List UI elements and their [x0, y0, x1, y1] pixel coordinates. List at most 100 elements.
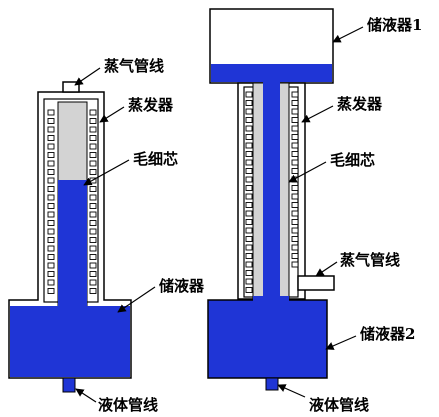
groove	[245, 142, 253, 149]
right-grooves-left	[245, 91, 253, 293]
groove	[291, 151, 299, 157]
groove	[47, 220, 55, 226]
left-liquid-line-stub	[62, 377, 76, 393]
groove	[47, 288, 55, 294]
groove	[89, 271, 97, 277]
groove	[291, 227, 299, 234]
groove	[291, 117, 299, 123]
groove	[47, 126, 55, 133]
right-reservoir-1-liquid	[211, 64, 332, 82]
groove	[245, 227, 253, 234]
groove	[89, 245, 97, 252]
groove	[47, 160, 55, 167]
groove	[291, 91, 299, 98]
groove	[47, 245, 55, 252]
groove	[291, 219, 299, 225]
label-right-evaporator: 蒸发器	[337, 95, 383, 113]
groove	[245, 100, 253, 106]
groove	[291, 185, 299, 191]
groove	[291, 193, 299, 200]
groove	[89, 262, 97, 269]
groove	[291, 159, 299, 166]
groove	[245, 193, 253, 200]
groove	[47, 271, 55, 277]
groove	[47, 118, 55, 124]
groove	[47, 169, 55, 175]
groove	[245, 125, 253, 132]
groove	[89, 143, 97, 150]
groove	[245, 261, 253, 268]
groove	[89, 220, 97, 226]
groove	[89, 169, 97, 175]
right-neck-liquid	[253, 296, 289, 306]
groove	[47, 152, 55, 158]
groove	[89, 194, 97, 201]
groove	[47, 109, 55, 116]
label-left-wick: 毛细芯	[133, 150, 178, 168]
groove	[47, 279, 55, 286]
right-loop-device	[207, 8, 335, 391]
groove	[245, 210, 253, 217]
groove	[291, 125, 299, 132]
label-right-reservoir-2: 储液器2	[360, 325, 415, 343]
leader-right-vapor-line	[315, 261, 338, 277]
left-vapor-line-stub	[62, 81, 80, 93]
label-right-liquid-line: 液体管线	[309, 396, 369, 414]
groove	[291, 100, 299, 106]
groove	[89, 237, 97, 243]
groove	[245, 168, 253, 174]
groove	[89, 126, 97, 133]
groove	[245, 278, 253, 285]
groove	[47, 203, 55, 209]
groove	[245, 134, 253, 140]
groove	[89, 109, 97, 116]
groove	[245, 253, 253, 259]
leader-right-evaporator	[301, 105, 334, 123]
groove	[47, 228, 55, 235]
left-neck-liquid	[58, 295, 87, 309]
groove	[89, 135, 97, 141]
leader-right-reservoir-2	[325, 335, 357, 350]
right-liquid-column	[263, 82, 280, 304]
groove	[291, 261, 299, 268]
groove	[291, 210, 299, 217]
groove	[291, 244, 299, 251]
groove	[47, 186, 55, 192]
label-right-reservoir-1: 储液器1	[367, 16, 422, 34]
groove	[89, 228, 97, 235]
groove	[245, 159, 253, 166]
groove	[89, 203, 97, 209]
groove	[245, 202, 253, 208]
leader-left-liquid-line	[75, 388, 97, 403]
label-left-vapor-line: 蒸气管线	[104, 57, 164, 75]
left-reservoir-liquid	[10, 300, 130, 377]
leader-left-vapor-line	[74, 67, 101, 86]
groove	[47, 143, 55, 150]
groove	[245, 244, 253, 251]
groove	[245, 270, 253, 276]
groove	[89, 211, 97, 218]
right-vapor-line-stub	[297, 275, 335, 291]
leader-right-liquid-line	[277, 384, 306, 398]
groove	[47, 177, 55, 184]
groove	[245, 236, 253, 242]
groove	[89, 118, 97, 124]
label-left-reservoir: 储液器	[159, 277, 205, 295]
leader-left-wick	[83, 159, 130, 186]
right-liquid-line-stub	[265, 377, 279, 391]
groove	[245, 176, 253, 183]
right-reservoir-2	[207, 299, 328, 379]
groove	[291, 134, 299, 140]
label-right-wick: 毛细芯	[330, 151, 375, 169]
groove	[245, 108, 253, 115]
leader-left-reservoir	[117, 286, 156, 313]
groove	[89, 279, 97, 286]
groove	[291, 253, 299, 259]
label-left-liquid-line: 液体管线	[98, 396, 158, 414]
label-right-vapor-line: 蒸气管线	[340, 251, 400, 269]
groove	[89, 152, 97, 158]
groove	[47, 254, 55, 260]
groove	[47, 237, 55, 243]
groove	[291, 168, 299, 174]
